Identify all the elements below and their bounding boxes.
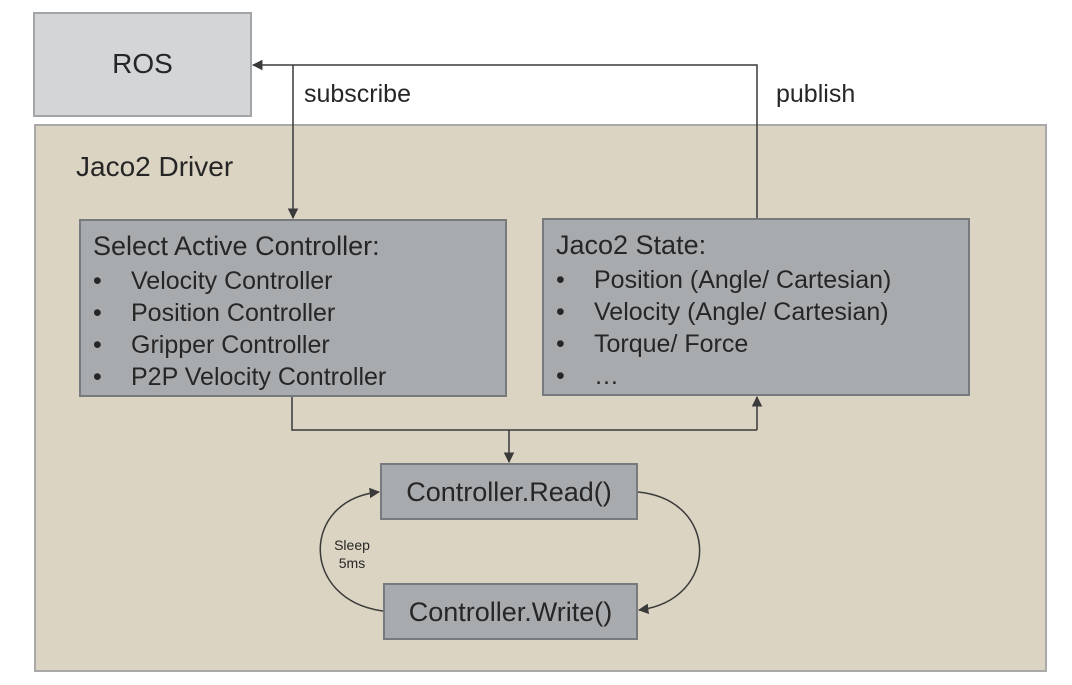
- write-to-read-arrow: [319, 487, 384, 612]
- controllers-list: • Velocity Controller • Position Controlle…: [93, 265, 386, 393]
- state-item-label: Position (Angle/ Cartesian): [594, 266, 892, 294]
- controller-item-label: Position Controller: [131, 299, 336, 327]
- subscribe-label: subscribe: [304, 80, 411, 108]
- list-item: • Position (Angle/ Cartesian): [556, 264, 891, 296]
- read-to-write-arrow: [637, 491, 701, 615]
- controller-write-label: Controller.Write(): [408, 597, 613, 627]
- jaco2-driver-container: [34, 124, 1047, 672]
- controller-item-label: Gripper Controller: [131, 331, 330, 359]
- bullet-icon: •: [556, 362, 565, 390]
- sleep-label: Sleep 5ms: [322, 536, 382, 572]
- controller-write-box: Controller.Write(): [383, 583, 638, 640]
- driver-title: Jaco2 Driver: [76, 151, 234, 182]
- list-item: • Gripper Controller: [93, 329, 386, 361]
- bullet-icon: •: [93, 299, 102, 327]
- bullet-icon: •: [93, 267, 102, 295]
- state-item-label: …: [594, 362, 619, 390]
- controller-item-label: P2P Velocity Controller: [131, 363, 387, 391]
- controller-to-junction-line: [291, 397, 757, 431]
- controller-read-label: Controller.Read(): [406, 477, 612, 507]
- controllers-title: Select Active Controller:: [93, 231, 380, 261]
- state-item-label: Torque/ Force: [594, 330, 749, 358]
- bullet-icon: •: [556, 330, 565, 358]
- list-item: • P2P Velocity Controller: [93, 361, 386, 393]
- publish-arrow: [251, 59, 758, 218]
- list-item: • Torque/ Force: [556, 328, 891, 360]
- list-item: • Position Controller: [93, 297, 386, 329]
- list-item: • Velocity Controller: [93, 265, 386, 297]
- publish-label: publish: [776, 80, 856, 108]
- ros-node: ROS: [33, 12, 252, 117]
- sleep-duration-line: 5ms: [338, 555, 366, 571]
- jaco2-state-box: Jaco2 State: • Position (Angle/ Cartesian…: [542, 218, 970, 396]
- bullet-icon: •: [556, 298, 565, 326]
- bullet-icon: •: [93, 331, 102, 359]
- state-title: Jaco2 State:: [556, 230, 707, 260]
- state-item-label: Velocity (Angle/ Cartesian): [594, 298, 889, 326]
- controller-read-box: Controller.Read(): [380, 463, 638, 520]
- list-item: • Velocity (Angle/ Cartesian): [556, 296, 891, 328]
- bullet-icon: •: [93, 363, 102, 391]
- sleep-label-line: Sleep: [334, 537, 370, 553]
- list-item: •…: [556, 360, 891, 392]
- ros-label: ROS: [112, 48, 173, 79]
- state-list: • Position (Angle/ Cartesian) • Velocity (…: [556, 264, 891, 392]
- bullet-icon: •: [556, 266, 565, 294]
- select-controller-box: Select Active Controller: • Velocity Cont…: [79, 219, 507, 397]
- controller-item-label: Velocity Controller: [131, 267, 333, 295]
